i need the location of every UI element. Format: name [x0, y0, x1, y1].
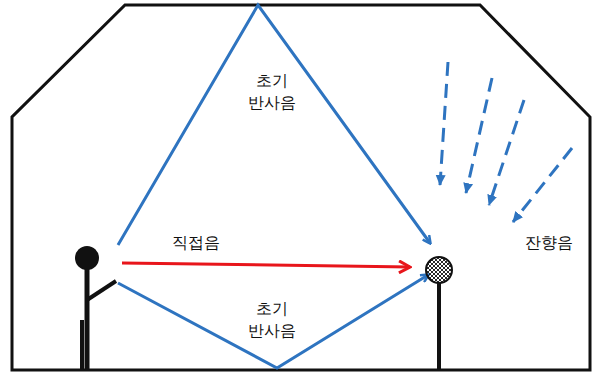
early-reflection-bottom [118, 275, 428, 368]
room-outline [12, 5, 590, 370]
early-reflection-top [118, 5, 430, 245]
sound-label: 초기 반사음 [241, 298, 303, 341]
microphone [426, 257, 452, 370]
reverberation-arrows [440, 62, 572, 222]
direct-sound-arrow [122, 263, 410, 267]
person-figure [75, 246, 116, 370]
sound-label: 직접음 [170, 232, 222, 254]
sound-label: 잔향음 [523, 232, 575, 254]
sound-label: 초기 반사음 [241, 70, 303, 113]
